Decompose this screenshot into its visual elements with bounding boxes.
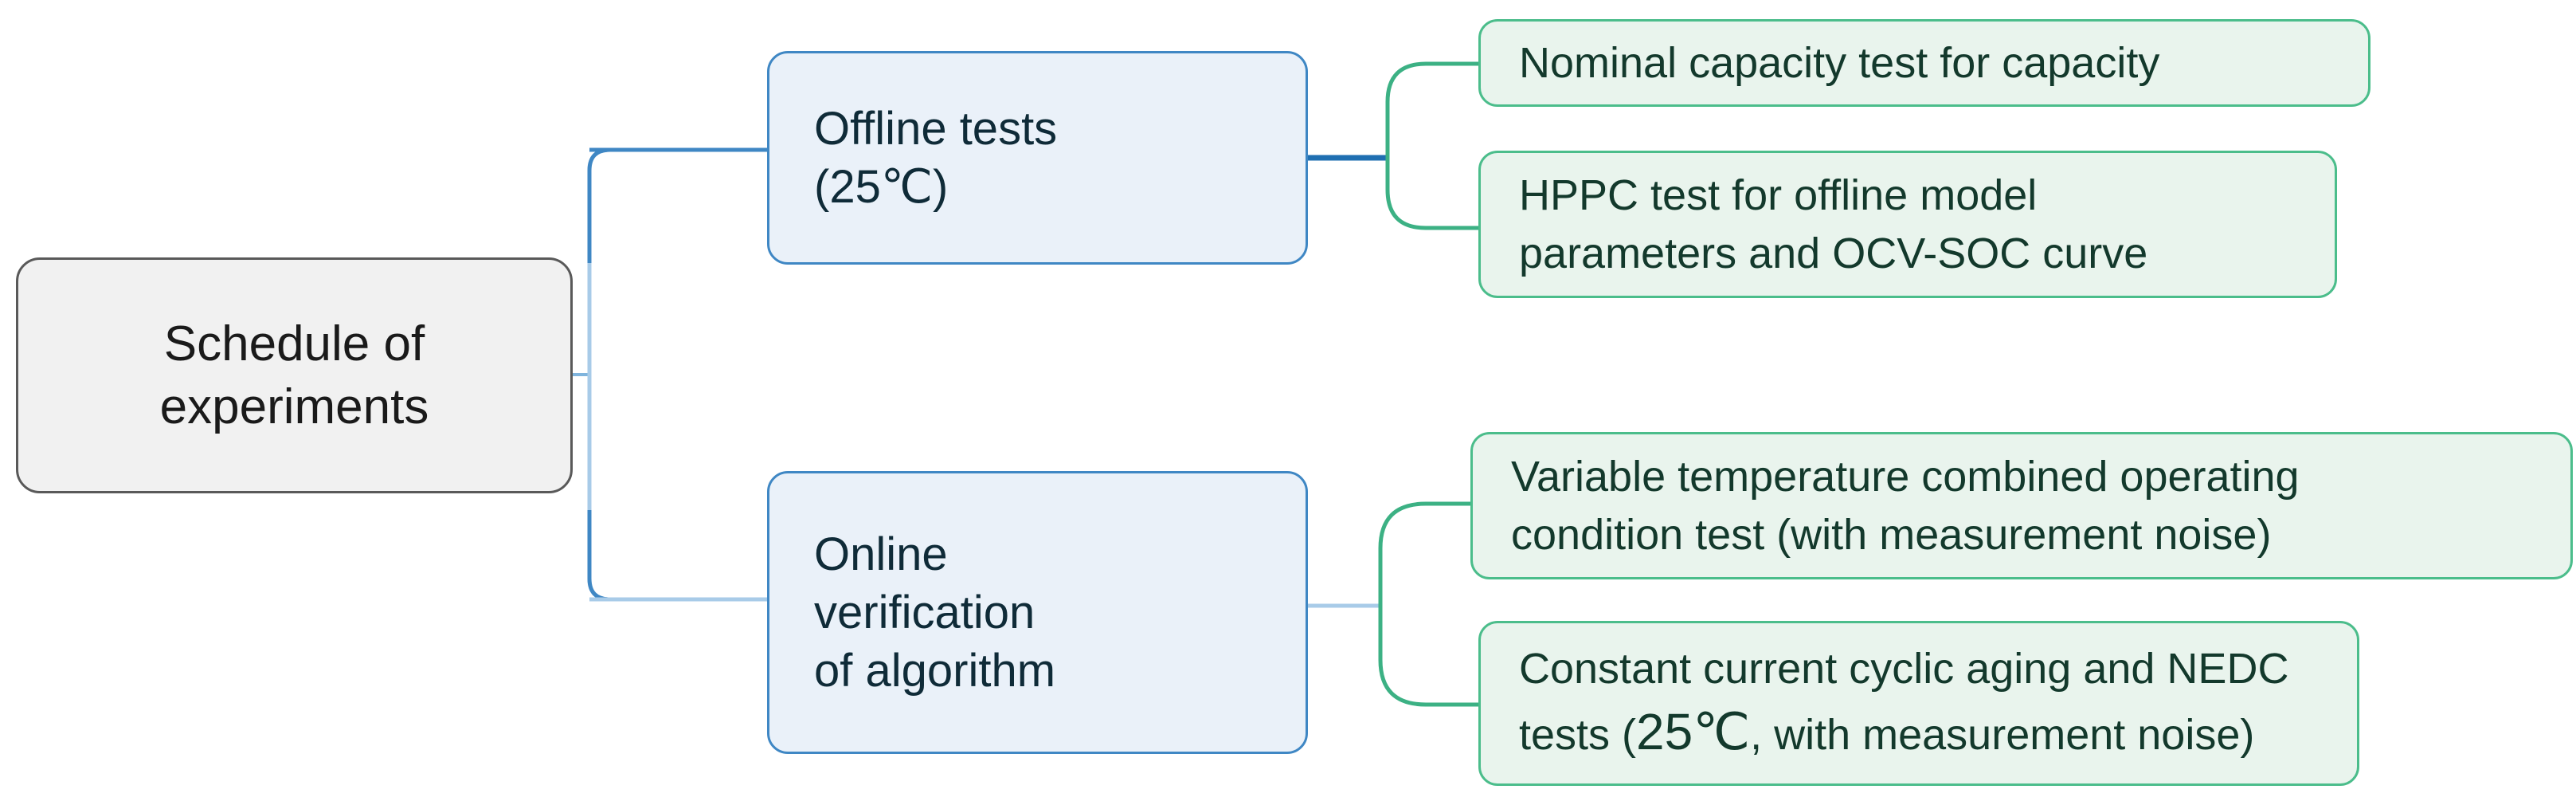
connector-green-spine-top [1385,61,1478,230]
connector-green-spine-bottom [1378,501,1478,707]
node-leaf-variable-temperature-label: Variable temperature combined operating … [1511,453,2300,559]
node-branch-offline-label: Offline tests (25℃) [814,102,1058,213]
node-leaf-nominal-capacity[interactable]: Nominal capacity test for capacity [1478,19,2370,107]
connector-blue-spine [587,147,637,602]
node-leaf-constant-current-nedc[interactable]: Constant current cyclic aging and NEDC t… [1478,621,2359,786]
node-branch-online-label: Online verification of algorithm [814,528,1056,697]
connector-blue-spine-lower-accent [587,510,661,602]
node-leaf-constant-current-nedc-label-part-2: , with measurement noise) [1750,710,2255,759]
node-leaf-hppc[interactable]: HPPC test for offline model parameters a… [1478,151,2337,298]
node-branch-online[interactable]: Online verification of algorithm [767,471,1308,754]
node-leaf-constant-current-nedc-temperature: 25℃ [1636,702,1751,760]
node-leaf-nominal-capacity-label: Nominal capacity test for capacity [1519,38,2160,87]
connector-blue-spine-upper-accent [587,147,767,263]
node-leaf-variable-temperature[interactable]: Variable temperature combined operating … [1470,432,2573,579]
node-root-label: Schedule of experiments [159,316,429,434]
node-leaf-constant-current-nedc-text: Constant current cyclic aging and NEDC t… [1519,640,2288,766]
node-root[interactable]: Schedule of experiments [16,257,573,493]
node-leaf-constant-current-nedc-label-part-1: Constant current cyclic aging and NEDC t… [1519,645,2289,759]
node-branch-offline[interactable]: Offline tests (25℃) [767,51,1308,265]
node-leaf-hppc-label: HPPC test for offline model parameters a… [1519,171,2148,277]
